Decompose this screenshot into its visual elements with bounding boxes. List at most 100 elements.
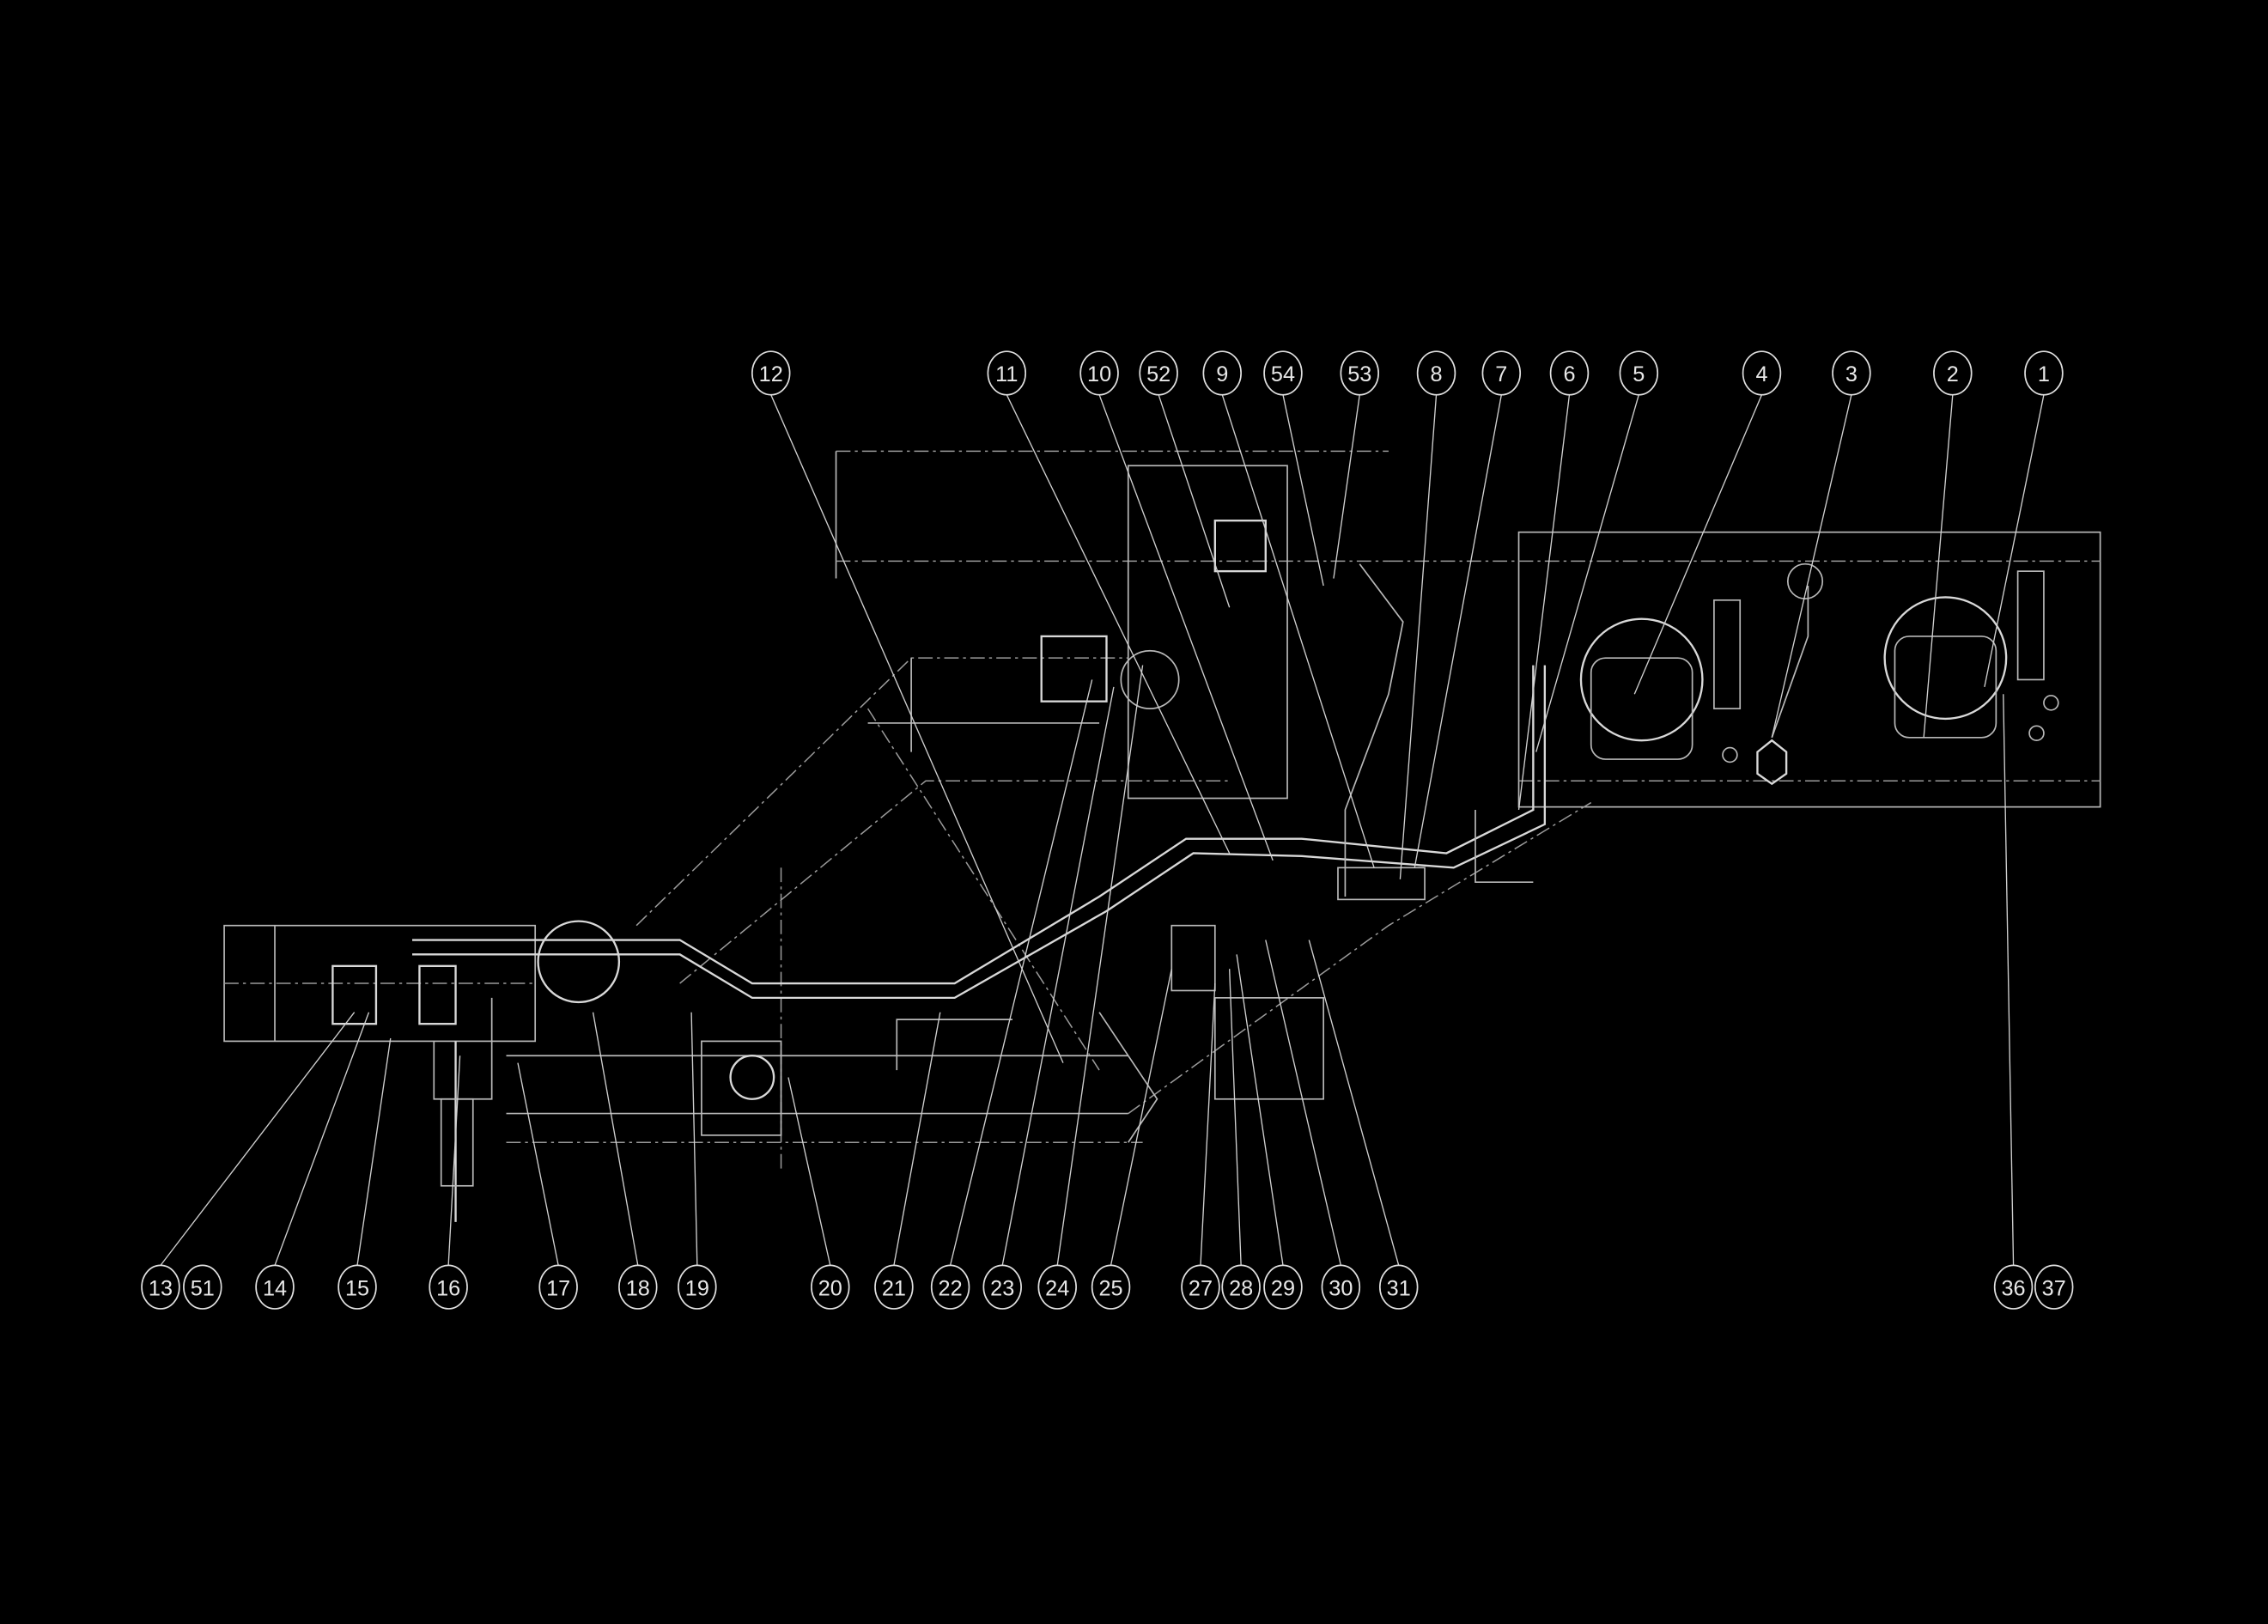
callout-circle: [2024, 350, 2064, 396]
callout-14: 14: [255, 1264, 295, 1310]
callout-7: 7: [1481, 350, 1522, 396]
leader-line: [1333, 394, 1360, 579]
callout-25: 25: [1091, 1264, 1131, 1310]
callout-17: 17: [538, 1264, 578, 1310]
callout-20: 20: [811, 1264, 850, 1310]
callout-circle: [1321, 1264, 1361, 1310]
callout-circle: [1263, 1264, 1303, 1310]
callout-22: 22: [930, 1264, 970, 1310]
callout-31: 31: [1378, 1264, 1419, 1310]
callout-30: 30: [1321, 1264, 1361, 1310]
callout-circle: [538, 1264, 578, 1310]
callout-6: 6: [1549, 350, 1590, 396]
leader-line: [1221, 394, 1375, 868]
callout-number: 21: [882, 1276, 906, 1300]
frame-structure: [223, 450, 2101, 1222]
callout-9: 9: [1202, 350, 1242, 396]
leader-line: [1098, 394, 1274, 861]
callout-8: 8: [1416, 350, 1456, 396]
leader-line: [1414, 394, 1502, 868]
callout-29: 29: [1263, 1264, 1303, 1310]
callout-circle: [678, 1264, 717, 1310]
callout-circle: [1221, 1264, 1261, 1310]
callout-circle: [930, 1264, 970, 1310]
callout-circle: [1619, 350, 1659, 396]
callout-number: 4: [1755, 362, 1767, 386]
callout-4: 4: [1742, 350, 1782, 396]
callout-circle: [618, 1264, 658, 1310]
leader-line: [447, 1055, 461, 1266]
callout-51: 51: [183, 1264, 222, 1310]
callout-number: 6: [1563, 362, 1575, 386]
leader-line: [1158, 394, 1231, 608]
callout-circle: [874, 1264, 914, 1310]
callout-circle: [1378, 1264, 1419, 1310]
callout-number: 28: [1229, 1276, 1253, 1300]
callout-number: 3: [1845, 362, 1858, 386]
callout-circle: [982, 1264, 1022, 1310]
callout-number: 1: [2038, 362, 2050, 386]
callout-10: 10: [1079, 350, 1119, 396]
callout-19: 19: [678, 1264, 717, 1310]
callout-circle: [1481, 350, 1522, 396]
callout-number: 22: [939, 1276, 963, 1300]
leader-line: [787, 1077, 831, 1266]
callout-circle: [751, 350, 791, 396]
leader-lines: [160, 394, 2045, 1266]
leader-line: [770, 394, 1064, 1063]
callout-circle: [1993, 1264, 2034, 1310]
callout-number: 9: [1216, 362, 1228, 386]
leader-line: [356, 1037, 392, 1266]
callout-number: 8: [1430, 362, 1442, 386]
callout-number: 30: [1329, 1276, 1353, 1300]
callout-number: 24: [1045, 1276, 1069, 1300]
callout-15: 15: [337, 1264, 377, 1310]
callout-circle: [1416, 350, 1456, 396]
leader-line: [1236, 954, 1284, 1266]
callout-52: 52: [1139, 350, 1178, 396]
callout-number: 29: [1271, 1276, 1295, 1300]
callout-18: 18: [618, 1264, 658, 1310]
callout-circle: [1742, 350, 1782, 396]
callout-24: 24: [1037, 1264, 1077, 1310]
callout-number: 11: [995, 362, 1018, 386]
leader-line: [1006, 394, 1231, 854]
callout-36: 36: [1993, 1264, 2034, 1310]
leader-line: [274, 1012, 370, 1266]
callout-circle: [1091, 1264, 1131, 1310]
callout-circle: [1340, 350, 1379, 396]
callout-27: 27: [1181, 1264, 1220, 1310]
leader-line: [1535, 394, 1639, 752]
leader-line: [1282, 394, 1324, 587]
callout-number: 27: [1189, 1276, 1213, 1300]
callout-number: 36: [2002, 1276, 2026, 1300]
callout-circle: [1181, 1264, 1220, 1310]
leader-line: [1517, 394, 1571, 811]
leader-line: [2003, 694, 2015, 1266]
callout-13: 13: [141, 1264, 180, 1310]
callout-circle: [1263, 350, 1303, 396]
callout-2: 2: [1933, 350, 1973, 396]
callout-circle: [1933, 350, 1973, 396]
callout-number: 37: [2042, 1276, 2066, 1300]
callout-number: 5: [1633, 362, 1645, 386]
callout-11: 11: [987, 350, 1027, 396]
leader-line: [1056, 665, 1144, 1266]
callout-circle: [255, 1264, 295, 1310]
callout-circle: [141, 1264, 180, 1310]
leader-line: [893, 1012, 941, 1266]
leader-line: [1001, 686, 1115, 1266]
callout-circle: [337, 1264, 377, 1310]
callout-circle: [2034, 1264, 2074, 1310]
callout-number: 25: [1099, 1276, 1123, 1300]
callout-number: 10: [1087, 362, 1111, 386]
callout-number: 14: [263, 1276, 287, 1300]
callout-number: 18: [626, 1276, 650, 1300]
callout-number: 15: [345, 1276, 369, 1300]
callout-circle: [1549, 350, 1590, 396]
callout-circle: [1037, 1264, 1077, 1310]
leader-line: [1228, 969, 1242, 1266]
callout-54: 54: [1263, 350, 1303, 396]
callout-number: 19: [685, 1276, 709, 1300]
